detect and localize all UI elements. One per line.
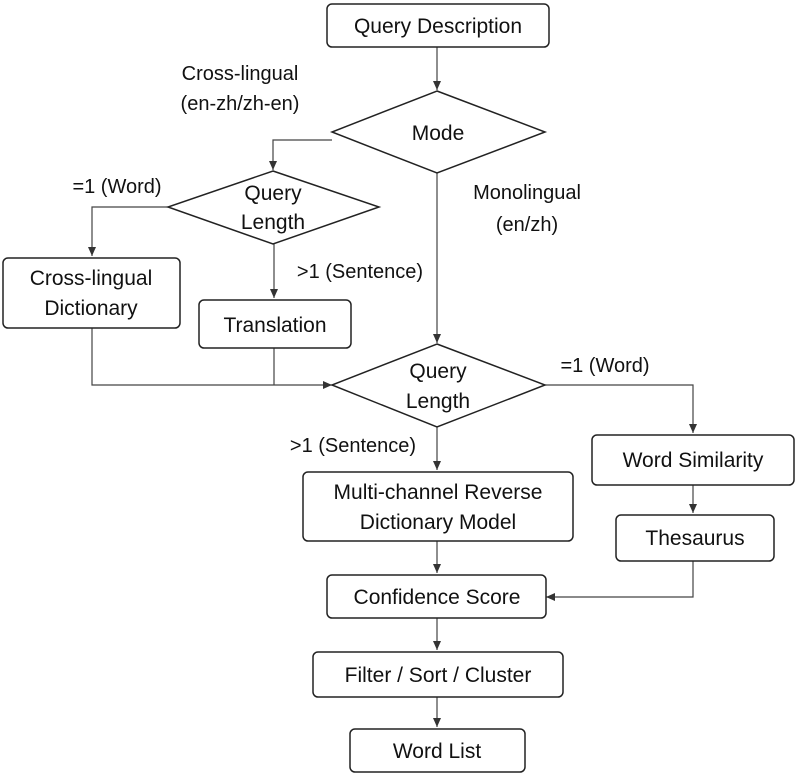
arrow-dictionary-to-ql2 (91, 328, 332, 389)
node-word-list: Word List (349, 728, 526, 773)
query-length-1-line-1: Query (244, 182, 302, 205)
monolingual-label-line-2: (en/zh) (496, 214, 558, 236)
sentence-condition-label-1: >1 (Sentence) (297, 261, 423, 283)
node-thesaurus: Thesaurus (615, 514, 775, 562)
dictionary-line-1: Cross-lingual (30, 267, 153, 290)
word-condition-label-2: =1 (Word) (560, 355, 649, 377)
query-length-2-line-2: Length (406, 390, 470, 413)
word-list-label: Word List (393, 740, 481, 763)
mode-label: Mode (412, 122, 465, 145)
dictionary-line-2: Dictionary (44, 297, 138, 320)
query-length-1-line-2: Length (241, 211, 305, 234)
translation-label: Translation (223, 314, 326, 337)
node-word-similarity: Word Similarity (591, 434, 795, 486)
query-length-2-line-1: Query (409, 360, 467, 383)
query-description-label: Query Description (354, 15, 522, 38)
connectors (88, 47, 697, 727)
sentence-condition-label-2: >1 (Sentence) (290, 435, 416, 457)
model-line-1: Multi-channel Reverse (334, 481, 543, 504)
node-query-description: Query Description (326, 3, 550, 48)
filter-sort-cluster-label: Filter / Sort / Cluster (345, 664, 532, 687)
node-filter-sort-cluster: Filter / Sort / Cluster (312, 651, 564, 698)
node-reverse-dictionary-model: Multi-channel Reverse Dictionary Model (302, 471, 574, 542)
confidence-score-label: Confidence Score (354, 586, 521, 609)
node-translation: Translation (198, 299, 352, 349)
monolingual-label-line-1: Monolingual (473, 182, 581, 204)
model-line-2: Dictionary Model (360, 511, 516, 534)
arrow-thesaurus-to-confidence (546, 561, 694, 601)
cross-lingual-label-line-1: Cross-lingual (182, 63, 299, 85)
node-mode: Mode (329, 90, 548, 174)
cross-lingual-label-line-2: (en-zh/zh-en) (181, 93, 300, 115)
arrow-ql2-to-word-similarity (545, 384, 697, 433)
thesaurus-label: Thesaurus (645, 527, 744, 550)
node-confidence-score: Confidence Score (326, 574, 547, 619)
arrow-mode-to-query-length-1 (269, 139, 332, 170)
edge-labels: Cross-lingual (en-zh/zh-en) Monolingual … (72, 63, 649, 457)
node-query-length-2: Query Length (329, 343, 548, 428)
node-cross-lingual-dictionary: Cross-lingual Dictionary (2, 257, 181, 329)
word-similarity-label: Word Similarity (623, 449, 764, 472)
node-query-length-1: Query Length (165, 170, 382, 245)
arrow-ql1-to-dictionary (88, 206, 168, 256)
word-condition-label-1: =1 (Word) (72, 176, 161, 198)
